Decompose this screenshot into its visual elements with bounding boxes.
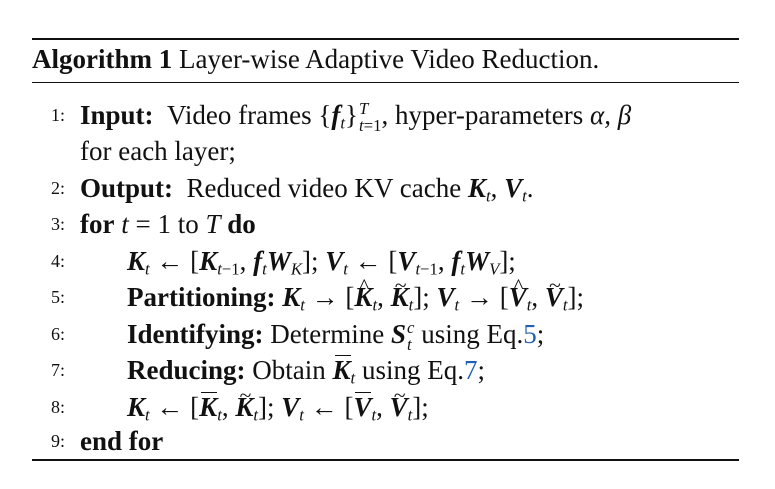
algorithm-line-7: 7: Reducing: Obtain Kt using Eq.7; [0, 352, 775, 388]
do-keyword: do [227, 209, 256, 239]
reducing-keyword: Reducing: [127, 355, 246, 385]
line-number: 4: [50, 251, 65, 271]
algorithm-label: Algorithm 1 [32, 44, 173, 74]
caption-rule [32, 82, 739, 84]
line-number: 9: [50, 431, 65, 451]
identify-text: Determine [270, 319, 385, 349]
input-params: hyper-parameters [394, 100, 584, 130]
line-number: 6: [50, 324, 65, 344]
algorithm-line-8: 8: Kt ← [Kt, Kt]; Vt ← [Vt, Vt]; [0, 377, 775, 425]
algorithm-title: Layer-wise Adaptive Video Reduction. [178, 44, 600, 74]
output-text: Reduced video KV cache [186, 173, 462, 203]
algorithm-line-3: 3: for t = 1 to T do [0, 206, 775, 242]
reduce-using: using Eq. [361, 355, 464, 385]
eq-7-link[interactable]: 7 [463, 355, 478, 385]
update-kv-math: Kt ← [Kt, Kt]; Vt ← [Vt, Vt]; [127, 377, 429, 425]
input-continuation: for each layer; [80, 136, 236, 166]
line-number: 7: [50, 360, 65, 380]
identifying-keyword: Identifying: [127, 319, 264, 349]
append-kv-math: Kt ← [Kt−1, ftWK]; Vt ← [Vt−1, ftWV]; [127, 246, 516, 279]
algorithm-line-4: 4: Kt ← [Kt−1, ftWK]; Vt ← [Vt−1, ftWV]; [0, 243, 775, 279]
algorithm-line-2: 2: Output: Reduced video KV cache Kt, Vt… [0, 170, 775, 206]
input-keyword: Input: [80, 100, 154, 130]
algorithm-line-5: 5: Partitioning: Kt → [Kt, Kt]; Vt → [Vt… [0, 267, 775, 315]
input-text: Video frames [167, 100, 312, 130]
kv-math: Kt, Vt [467, 173, 527, 206]
for-to: to [177, 209, 199, 239]
algorithm-caption: Algorithm 1 Layer-wise Adaptive Video Re… [32, 41, 599, 77]
alpha-beta-math: α, β [590, 100, 632, 130]
top-rule [32, 38, 739, 40]
end-for-keyword: end for [80, 426, 164, 456]
line-number: 2: [50, 178, 65, 198]
line-number: 1: [50, 105, 65, 125]
line-number: 5: [50, 287, 65, 307]
loop-start-math: t = 1 [121, 209, 171, 239]
algorithm-line-1-cont: for each layer; [0, 133, 775, 169]
for-keyword: for [80, 209, 115, 239]
bottom-rule [32, 459, 739, 461]
reduce-line: Reducing: Obtain Kt using Eq.7; [127, 352, 485, 388]
partition-math: Kt → [Kt, Kt]; Vt → [Vt, Vt]; [282, 267, 584, 313]
loop-end-math: T [205, 209, 221, 239]
reduce-text: Obtain [252, 355, 326, 385]
output-line: Output: Reduced video KV cache Kt, Vt. [80, 173, 534, 206]
output-keyword: Output: [80, 173, 174, 203]
for-line: for t = 1 to T do [80, 206, 256, 242]
partition-line: Partitioning: Kt → [Kt, Kt]; Vt → [Vt, V… [127, 267, 584, 315]
identify-using: using Eq. [421, 319, 524, 349]
eq-5-link[interactable]: 5 [523, 319, 537, 349]
line-number: 8: [50, 397, 65, 417]
partitioning-keyword: Partitioning: [127, 282, 276, 312]
line-number: 3: [50, 214, 65, 234]
algorithm-line-9: 9: end for [0, 423, 775, 459]
kbar-math: Kt [333, 355, 355, 387]
